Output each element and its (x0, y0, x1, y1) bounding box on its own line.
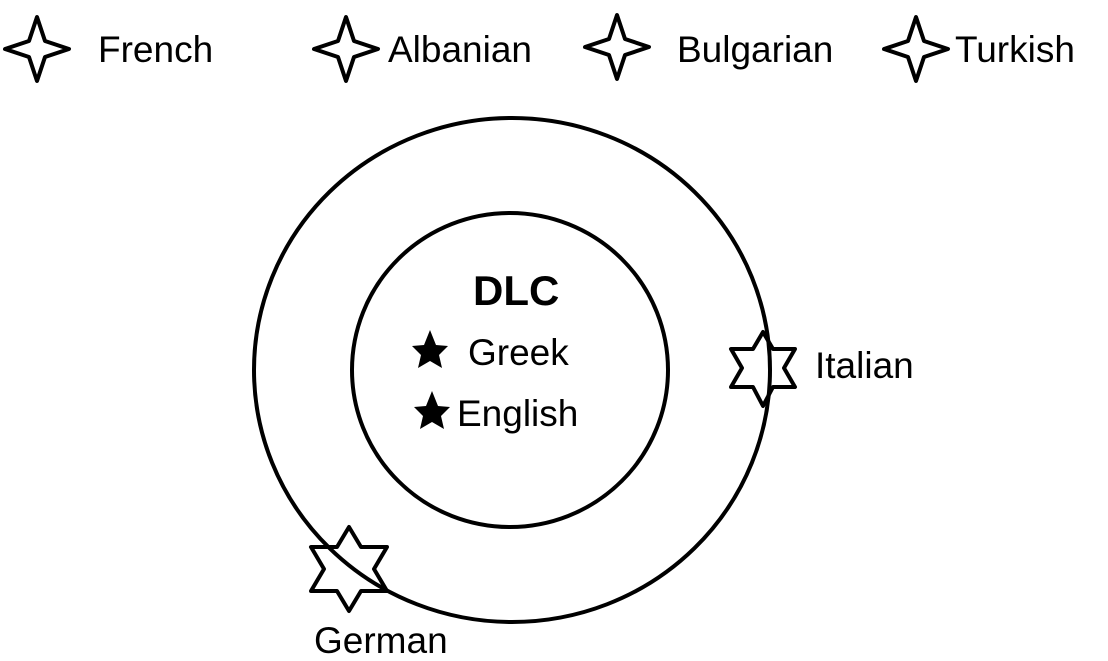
legend-french-label: French (98, 29, 214, 70)
german-six-point-star-icon (309, 525, 389, 613)
greek-filled-star-icon (412, 330, 448, 368)
italian-six-point-star-icon (729, 330, 797, 408)
legend-turkish-four-point-star-icon (882, 15, 950, 83)
english-label: English (457, 393, 579, 434)
legend-albanian-label: Albanian (388, 29, 533, 70)
dlc-title: DLC (473, 267, 560, 314)
legend-bulgarian-four-point-star-icon (583, 13, 651, 81)
outer-circle (251, 116, 773, 624)
legend-turkish-label: Turkish (955, 29, 1075, 70)
german-label: German (314, 620, 448, 661)
legend-albanian-four-point-star-icon (312, 15, 380, 83)
greek-label: Greek (468, 332, 569, 373)
italian-label: Italian (815, 345, 914, 386)
legend-french-four-point-star-icon (3, 15, 71, 83)
english-filled-star-icon (414, 391, 450, 429)
legend-bulgarian-label: Bulgarian (677, 29, 834, 70)
inner-circle (349, 211, 671, 529)
